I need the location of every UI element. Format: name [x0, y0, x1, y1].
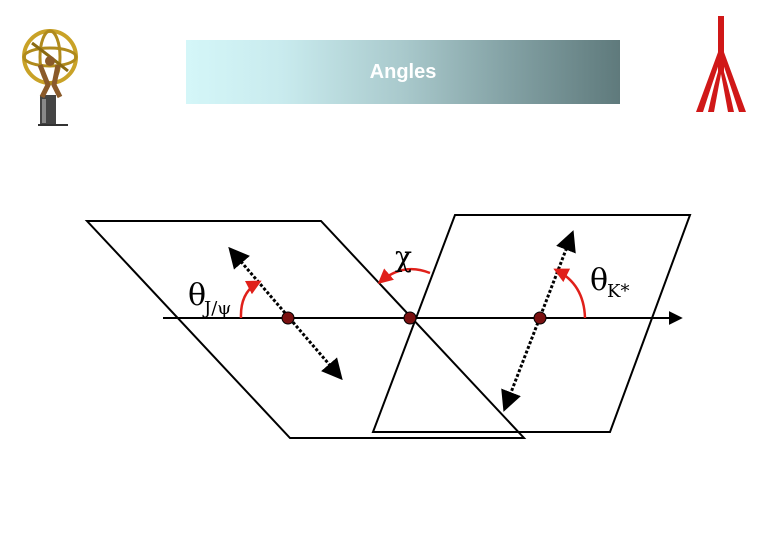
title-banner: Angles	[186, 40, 620, 104]
kstar-vertex	[533, 311, 547, 325]
kaon-direction-arrow	[501, 230, 576, 412]
jpsi-vertex	[281, 311, 295, 325]
atlas-globe-logo-icon	[22, 29, 78, 126]
b-vertex	[403, 311, 417, 325]
theta-jpsi-label: θ	[188, 278, 206, 313]
lund-university-logo-icon	[696, 16, 746, 112]
slide-title: Angles	[369, 61, 437, 83]
theta-kstar-label: θ	[590, 263, 608, 298]
kstar-decay-plane	[371, 214, 692, 433]
theta-jpsi-subscript: J/ψ	[202, 298, 231, 319]
theta-kstar-arc	[553, 268, 587, 319]
lepton-direction-arrow	[228, 246, 343, 381]
chi-arc	[377, 267, 431, 284]
chi-label: χ	[395, 240, 412, 273]
jpsi-decay-plane	[84, 220, 527, 439]
theta-jpsi-arc	[239, 280, 262, 319]
theta-kstar-subscript: K*	[607, 281, 629, 302]
